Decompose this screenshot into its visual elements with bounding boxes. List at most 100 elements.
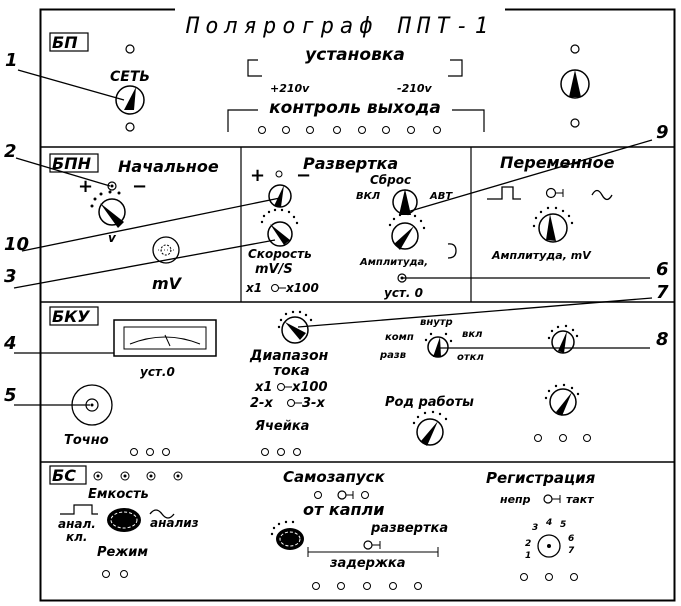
current-label: тока xyxy=(273,363,310,379)
plus210-label: +210v xyxy=(270,82,310,95)
output-bracket-right xyxy=(452,109,485,132)
continuous-label: непр xyxy=(500,493,531,506)
work-mode-knob[interactable] xyxy=(412,410,448,446)
sweep-delay-toggle[interactable] xyxy=(363,540,381,550)
cell-terminals xyxy=(261,448,301,456)
bs-label-box xyxy=(49,465,87,485)
cell-label: Ячейка xyxy=(254,419,309,434)
setup-bracket-right xyxy=(448,59,463,77)
tact-label: такт xyxy=(566,493,594,506)
registration-position-switch[interactable] xyxy=(537,534,561,558)
self-start-terminal-right xyxy=(361,491,369,499)
callout-6: 6 xyxy=(656,259,669,280)
current-multiplier-toggle[interactable] xyxy=(277,383,293,391)
drop-timer-knob[interactable] xyxy=(270,520,304,550)
bpn-block-label: БПН xyxy=(52,154,92,173)
delay-terminals xyxy=(312,582,422,590)
self-start-terminal-left xyxy=(314,491,322,499)
analysis-label: анализ xyxy=(150,516,199,530)
reset-label: Сброс xyxy=(370,173,411,187)
electrode-2x-label: 2-x xyxy=(250,396,273,411)
current-range-knob[interactable] xyxy=(277,310,313,344)
waveform-selector-switch[interactable] xyxy=(545,187,564,199)
callout-1-leader xyxy=(17,69,125,101)
bpn-plus: + xyxy=(78,176,93,197)
registration-terminals xyxy=(520,573,578,581)
speed-unit-label: mV/S xyxy=(255,262,293,277)
title-gap xyxy=(175,3,505,21)
bp-label-box xyxy=(49,32,89,52)
initial-voltage-v-knob[interactable] xyxy=(90,190,126,229)
bs-mode-terminals xyxy=(102,570,128,578)
electrode-mode-toggle[interactable] xyxy=(287,399,303,407)
power-knob[interactable] xyxy=(115,85,145,115)
capacity-switch-positions[interactable] xyxy=(93,471,183,481)
from-drop-label: от капли xyxy=(303,500,384,519)
bku-block-label: БКУ xyxy=(52,307,90,326)
setup-label: установка xyxy=(305,45,405,65)
sweep-polarity-knob[interactable] xyxy=(268,184,292,208)
callout-7: 7 xyxy=(656,282,669,303)
sweep-on-label: ВКЛ xyxy=(356,191,381,202)
position-5: 5 xyxy=(560,520,566,530)
bpn-v-label: v xyxy=(108,231,117,245)
bku-right-terminals xyxy=(534,434,591,442)
delay-label: задержка xyxy=(329,556,405,571)
mode-knob[interactable] xyxy=(107,508,141,532)
speed-knob[interactable] xyxy=(260,208,299,247)
registration-toggle[interactable] xyxy=(543,494,561,504)
range-label: Диапазон xyxy=(249,348,329,364)
callout-10: 10 xyxy=(4,234,29,255)
speed-x1-label: x1 xyxy=(245,281,262,295)
sweep-mode-switch[interactable] xyxy=(392,189,418,215)
bp-screw-top-right xyxy=(570,44,580,54)
sweep-amplitude-knob[interactable] xyxy=(388,212,426,250)
sweep-polarity-indicator xyxy=(275,170,283,178)
work-mode-label: Род работы xyxy=(385,395,474,410)
alternating-amplitude-knob[interactable] xyxy=(532,206,574,243)
bp-block-label: БП xyxy=(52,33,78,52)
key-label: кл. xyxy=(66,530,88,544)
sine-wave-icon xyxy=(591,189,613,201)
position-2: 2 xyxy=(525,539,531,549)
analog-label: анал. xyxy=(58,517,96,531)
capacity-label: Емкость xyxy=(88,487,149,502)
device-title: Полярограф ППТ-1 xyxy=(185,14,494,39)
callout-2: 2 xyxy=(4,141,17,162)
sweep-title: Развертка xyxy=(303,154,398,173)
bs-sine-wave-icon xyxy=(149,509,175,519)
speed-label: Скорость xyxy=(248,247,312,261)
mode-selector-switch[interactable] xyxy=(424,332,453,358)
current-x1-label: x1 xyxy=(254,380,272,395)
callout-2-leader xyxy=(15,157,111,187)
callout-9: 9 xyxy=(656,122,669,143)
position-4: 4 xyxy=(545,518,552,528)
bp-screw-bottom-left xyxy=(125,122,135,132)
bku-left-terminals xyxy=(130,448,170,456)
output-control-switch-positions[interactable] xyxy=(258,126,441,134)
callout-8: 8 xyxy=(656,329,669,350)
output-control-label: контроль выхода xyxy=(269,98,441,118)
self-start-toggle[interactable] xyxy=(337,490,354,500)
sweep-auto-label: АВТ xyxy=(429,191,453,202)
initial-label: Начальное xyxy=(118,157,219,176)
electrode-3x-label: 3-x xyxy=(302,396,325,411)
position-1: 1 xyxy=(525,551,531,561)
callout-3: 3 xyxy=(4,266,17,287)
registration-label: Регистрация xyxy=(486,469,596,487)
alternating-title: Переменное xyxy=(500,153,615,172)
internal-label: внутр xyxy=(420,317,453,328)
bku-right-knob-top[interactable] xyxy=(547,324,579,354)
speed-x100-label: x100 xyxy=(285,281,319,295)
bp-screw-bottom-right xyxy=(570,118,580,128)
bp-right-knob[interactable] xyxy=(560,69,590,99)
bs-mode-label: Режим xyxy=(97,545,148,560)
alternating-amplitude-label: Амплитуда, mV xyxy=(491,249,592,262)
speed-range-toggle[interactable] xyxy=(271,284,287,292)
bku-right-knob-bottom[interactable] xyxy=(544,383,580,416)
fine-label: Точно xyxy=(64,433,109,448)
initial-voltage-mv-knob[interactable] xyxy=(152,236,180,264)
off-label: откл xyxy=(457,352,484,363)
sweep-minus: − xyxy=(296,165,311,186)
